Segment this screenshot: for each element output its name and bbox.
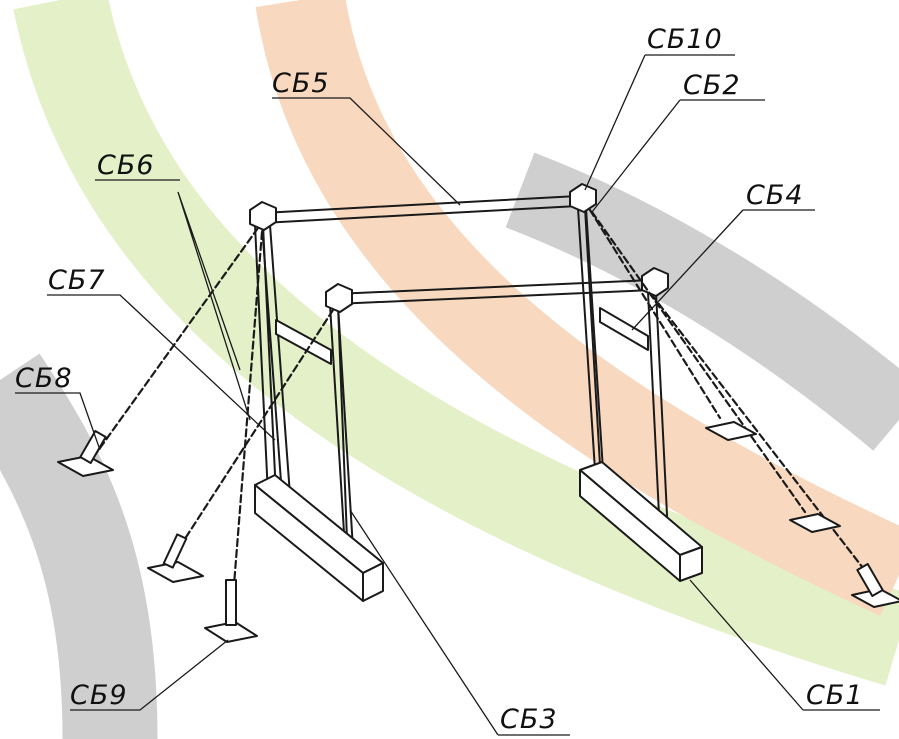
- label-sb10: СБ10: [647, 24, 723, 55]
- label-sb5: СБ5: [272, 68, 330, 99]
- label-sb4: СБ4: [746, 180, 804, 211]
- grey-band-right: [505, 152, 899, 451]
- back-crossbar: [261, 195, 579, 224]
- grey-band-left: [0, 353, 158, 739]
- guy-chains: [93, 208, 882, 612]
- label-sb3: СБ3: [500, 704, 558, 735]
- orange-band: [255, 0, 899, 616]
- ground-anchors: [57, 421, 899, 643]
- label-sb6: СБ6: [97, 150, 155, 181]
- label-sb2: СБ2: [683, 70, 741, 101]
- front-crossbar: [334, 279, 653, 305]
- left-base-beam: [254, 474, 384, 602]
- side-braces: [275, 307, 649, 365]
- label-sb8: СБ8: [15, 363, 73, 394]
- corner-joints: [249, 183, 669, 313]
- label-sb1: СБ1: [806, 680, 864, 711]
- right-frame-posts: [577, 207, 669, 536]
- leader-lines: [15, 54, 880, 736]
- right-base-beam: [579, 461, 703, 582]
- label-sb9: СБ9: [70, 680, 128, 711]
- left-frame-posts: [254, 224, 355, 566]
- label-sb7: СБ7: [48, 265, 106, 296]
